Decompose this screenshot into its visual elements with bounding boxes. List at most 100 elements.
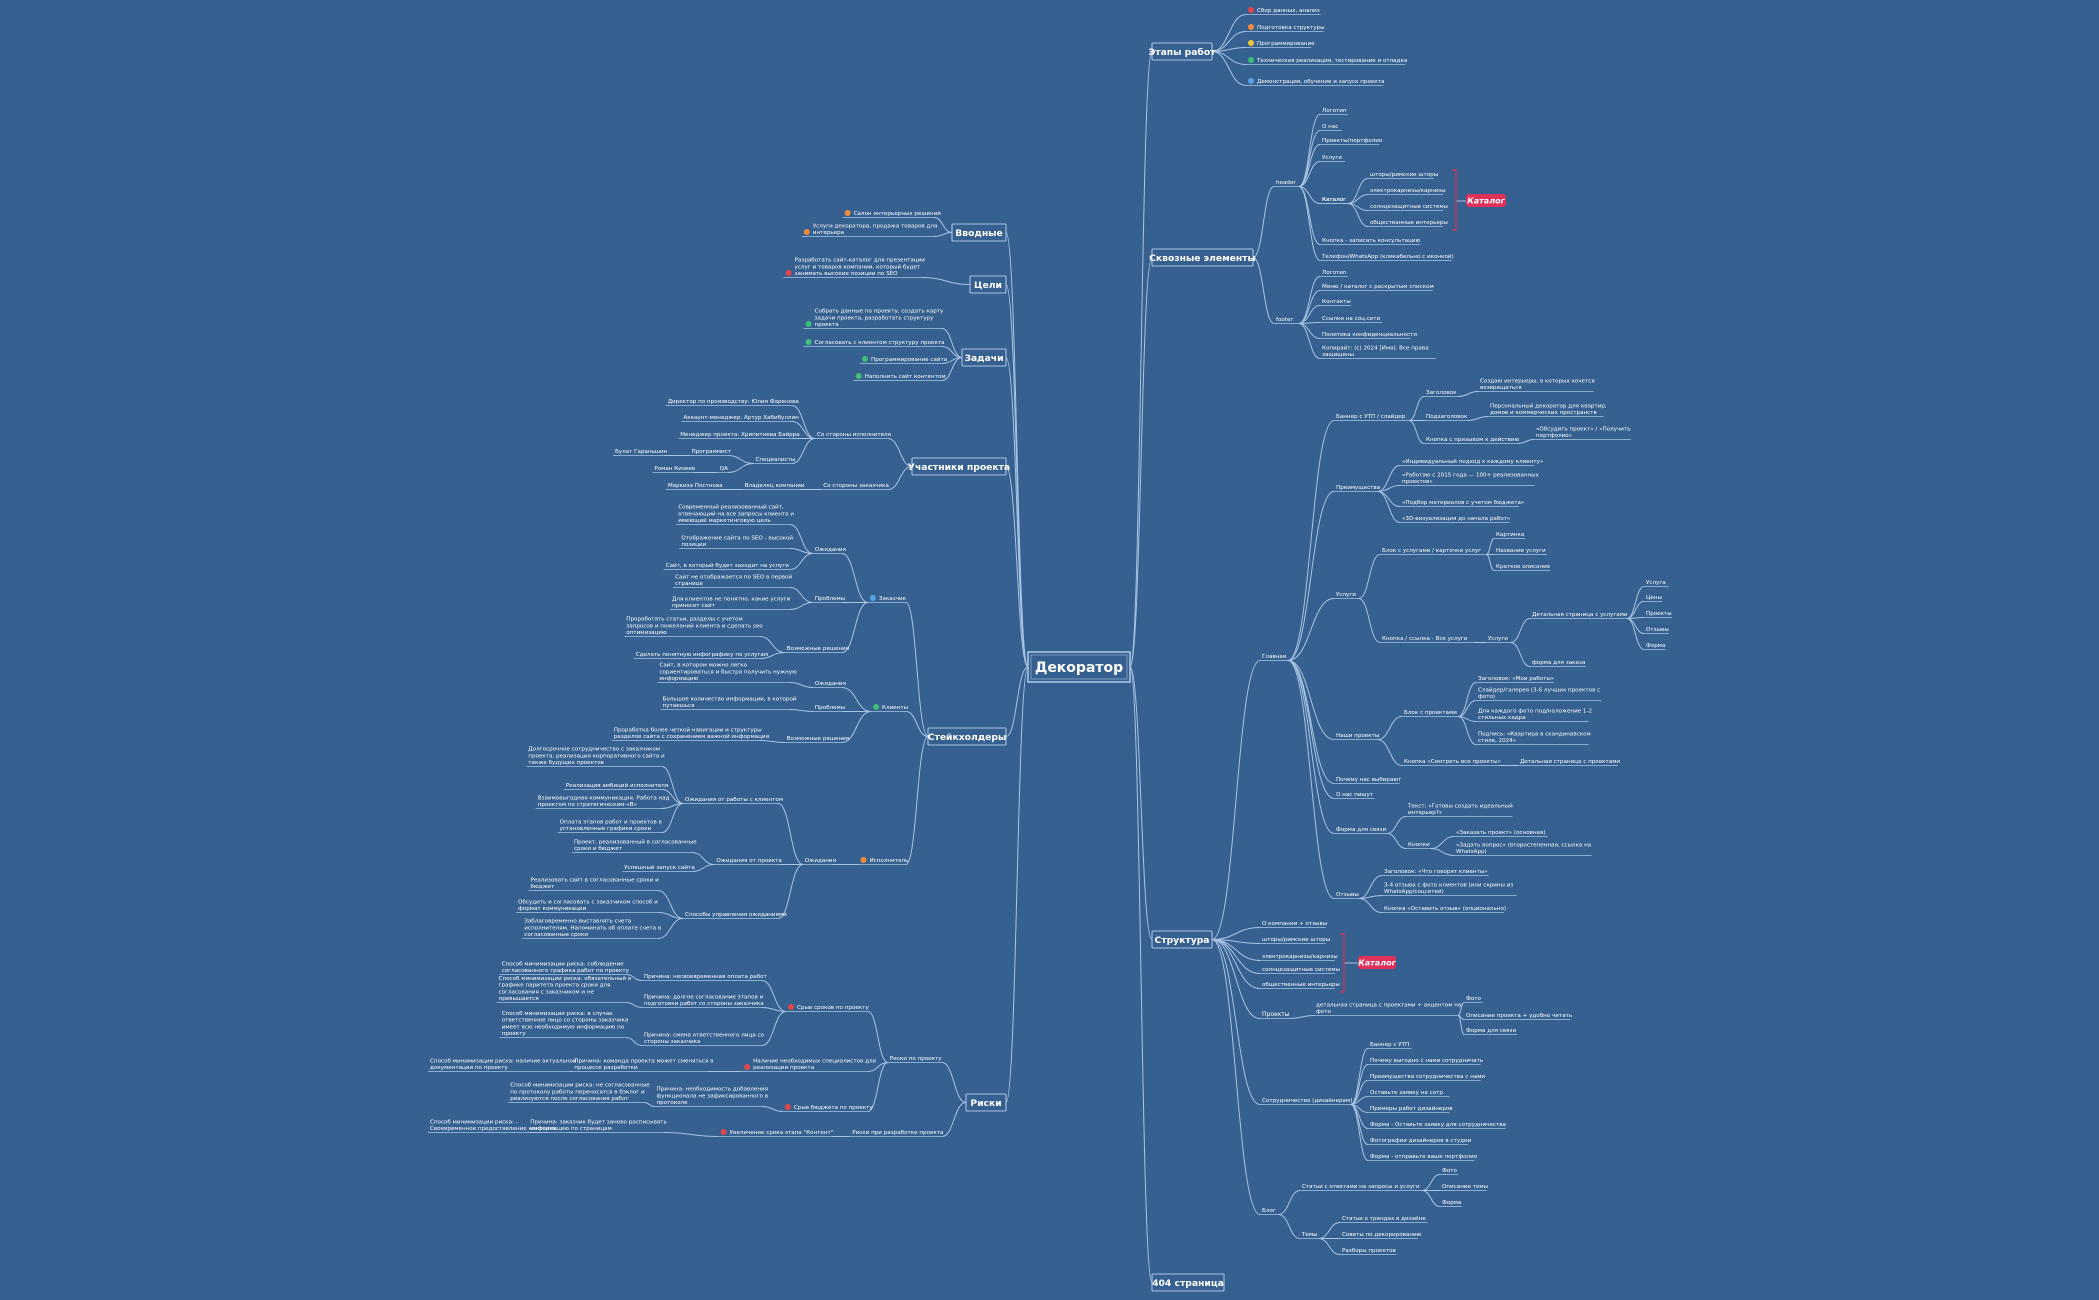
node-struktura-glavnaya-otzyvy-label: Отзывы bbox=[1334, 892, 1359, 899]
node-label: электрокарнизы/карнизы bbox=[1370, 188, 1446, 194]
node-struktura-coop-items-6: Фотографии дизайнеров в студии bbox=[1368, 1137, 1472, 1145]
topic-label: Участники проекта bbox=[908, 462, 1010, 473]
node-label: Со стороны исполнителя bbox=[817, 432, 891, 438]
node-riski-razr: Риски при разработке проекта bbox=[850, 1130, 943, 1137]
node-struktura-list-2: электрокарнизы/карнизы bbox=[1260, 954, 1338, 961]
node-struktura-glavnaya-otzyvy-items-1: 3-4 отзыва с фото клиентов (или скрины и… bbox=[1382, 882, 1517, 896]
node-label: Программист bbox=[692, 449, 732, 455]
node-struktura-glavnaya-preim-items-3: «3D-визуализация до начала работ» bbox=[1400, 516, 1510, 523]
topic-label: Сквозные элементы bbox=[1149, 253, 1256, 264]
node-label: Специалисты bbox=[756, 457, 796, 463]
node-riski-sroki-items-0-reason: Причина: несвоевременная оплата работ bbox=[641, 974, 768, 981]
priority-icon bbox=[788, 1004, 795, 1010]
priority-icon bbox=[855, 373, 862, 379]
node-label: Кнопка «Оставить отзыв» (опционально) bbox=[1384, 906, 1506, 912]
node-steik-klienty-vozm: Возможные решения bbox=[784, 736, 849, 743]
node-struktura-blog-article: Статьи с ответами на запросы и услуги bbox=[1300, 1184, 1423, 1191]
node-struktura-glavnaya-banner-podzag-label: Подзаголовок bbox=[1424, 414, 1468, 421]
node-label: Кнопка с призывом к действию bbox=[1426, 436, 1519, 443]
node-label: Фото bbox=[1466, 996, 1481, 1002]
node-label: Согласовать с клиентом структуру проекта bbox=[815, 340, 945, 346]
node-label: Разборы проектов bbox=[1342, 1248, 1396, 1254]
node-struktura-glavnaya-uslugi-form: форма для заказа bbox=[1530, 660, 1587, 667]
node-struktura-glavnaya-why: Почему нас выбирают bbox=[1334, 777, 1402, 784]
node-skvoznye-header-catalog-3: обществанные интерьеры bbox=[1368, 220, 1448, 227]
node-struktura-glavnaya-uslugi-usl: Услуги bbox=[1486, 636, 1511, 643]
node-steik-zakazchik-vozm: Возможные решения bbox=[784, 646, 849, 653]
priority-icon bbox=[873, 704, 880, 710]
node-struktura-glavnaya-preim-items-2: «Подбор материалов с учетом бюджета» bbox=[1400, 500, 1524, 507]
node-label: Темы bbox=[1301, 1232, 1318, 1238]
topic-vvodnye: Вводные bbox=[951, 223, 1007, 242]
node-label: Кнопки bbox=[1408, 842, 1430, 848]
node-skvoznye-footer-items-4: Политика конфиденциальности bbox=[1320, 332, 1417, 339]
node-uchastniki-isp: Со стороны исполнителя bbox=[815, 432, 891, 439]
node-steik-zakazchik-prob: Проблемы bbox=[812, 596, 845, 603]
node-label: «Индивидуальный подход к каждому клиенту… bbox=[1402, 458, 1543, 465]
node-struktura-blog-temy-items-0: Статьи о трендах в дизайне bbox=[1340, 1215, 1428, 1223]
node-label: Статьи о трендах в дизайне bbox=[1342, 1215, 1426, 1222]
priority-icon bbox=[720, 1129, 727, 1135]
node-label: Описание проекта + удобно читать bbox=[1466, 1013, 1572, 1019]
node-label: форма для заказа bbox=[1532, 660, 1585, 666]
node-skvoznye-header-items-2: Проекты/портфолио bbox=[1320, 138, 1383, 145]
node-steik-isp-sposob: Способы управления ожиданиями bbox=[683, 912, 787, 919]
root-label: Декоратор bbox=[1035, 660, 1123, 676]
node-struktura-blog-temy-items-1: Советы по декорированию bbox=[1340, 1232, 1422, 1239]
node-struktura-glavnaya-uslugi-detail-items-1: Цены bbox=[1644, 595, 1663, 602]
connector-lines bbox=[528, 14, 1645, 1283]
node-label: Со стороны заказчика bbox=[823, 483, 889, 489]
node-label: Способ минимизации риска: -Своевременное… bbox=[430, 1119, 556, 1132]
node-label: Преимущества bbox=[1336, 485, 1380, 491]
node-label: QA bbox=[720, 466, 728, 472]
node-label: Современный реализованный сайт,отвечающи… bbox=[678, 504, 794, 524]
priority-icon bbox=[1248, 24, 1254, 30]
node-label: Срыв бюджета по проекту bbox=[794, 1105, 873, 1111]
node-zadachi-items-1: Согласовать с клиентом структуру проекта bbox=[803, 339, 945, 347]
node-label: Детальная страница с проектами bbox=[1520, 759, 1620, 765]
node-struktura-glavnaya-preim-items-1: «Работаю с 2015 года — 100+ реализованны… bbox=[1400, 472, 1540, 486]
node-steik-zakazchik-ozh-items-2: Сайт, в который будет заходит на услуги bbox=[663, 562, 790, 570]
node-label: Сайт, в который будет заходит на услуги bbox=[666, 562, 790, 569]
node-label: Риски при разработке проекта bbox=[852, 1130, 943, 1136]
priority-icon bbox=[803, 229, 810, 235]
node-steik-klienty-label: Клиенты bbox=[871, 704, 908, 712]
node-label: Политика конфиденциальности bbox=[1322, 332, 1417, 338]
topic-steik: Стейкхолдеры bbox=[927, 727, 1007, 746]
priority-icon bbox=[1248, 78, 1254, 84]
node-label: Форма для связи bbox=[1336, 827, 1387, 833]
node-label: Почему выгодно с нами сотрудничать bbox=[1370, 1058, 1483, 1064]
topic-label: 404 страница bbox=[1152, 1278, 1224, 1289]
node-skvoznye-header-items-0: Логотип bbox=[1320, 108, 1348, 115]
node-label: Маркиза Постнова bbox=[668, 483, 723, 489]
node-struktura-coop-items-0: Баннер с УТП bbox=[1368, 1042, 1412, 1049]
node-label: Обсудить и согласовать с заказчиком спос… bbox=[518, 899, 658, 912]
node-uchastniki-isp-items-2: Менеджер проекта: Хрипитнева Байрра bbox=[678, 431, 800, 439]
node-struktura-projects-items-0: Фото bbox=[1464, 996, 1483, 1003]
node-uchastniki-qa-name: Роман Кизеев bbox=[652, 466, 695, 473]
node-label: Блок с услугами / карточки услуг bbox=[1382, 548, 1481, 554]
node-label: Исполнитель bbox=[870, 858, 909, 864]
node-label: «Заказать проект» (основная) bbox=[1456, 830, 1546, 836]
node-struktura-blog-temy-items-2: Разборы проектов bbox=[1340, 1248, 1397, 1255]
node-steik-isp-sposob-items-0: Реализовать сайт в согласованные сроки и… bbox=[528, 876, 659, 891]
